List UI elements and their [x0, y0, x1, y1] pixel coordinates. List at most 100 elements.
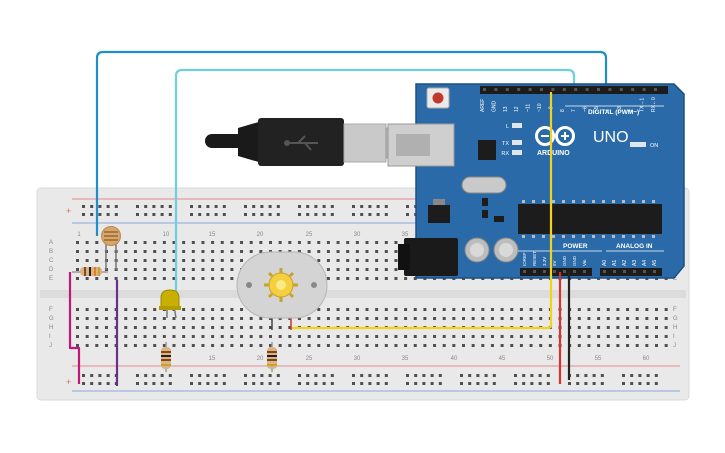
rail-plus-label-bottom: + [66, 377, 71, 387]
svg-text:C: C [49, 258, 54, 264]
digital-pin-label: 4 [605, 109, 611, 112]
analog-header[interactable] [600, 268, 662, 276]
rail-plus-label: + [66, 206, 71, 216]
brand-label: ARDUINO [537, 150, 570, 157]
digital-pin-label: ~3 [617, 106, 623, 112]
svg-text:J: J [673, 343, 676, 349]
analog-pin-label: A1 [612, 260, 618, 266]
analog-pin-label: A3 [632, 260, 638, 266]
svg-text:10: 10 [163, 232, 170, 238]
svg-text:G: G [673, 316, 678, 322]
digital-pin-label: ~6 [583, 106, 589, 112]
reset-button-cap[interactable] [432, 92, 444, 104]
digital-pin-label: 8 [560, 109, 566, 112]
power-pin-label: 5V [552, 260, 557, 266]
row-labels-left: A B C D E F G H I J [49, 240, 54, 349]
svg-text:L: L [506, 124, 509, 130]
svg-text:35: 35 [402, 356, 409, 362]
svg-text:25: 25 [306, 356, 313, 362]
status-leds: L TX RX [501, 123, 522, 157]
svg-text:35: 35 [402, 232, 409, 238]
analog-pin-label: A4 [642, 260, 648, 266]
digital-pin-label: RX←0 [651, 97, 657, 112]
yellow-wire[interactable] [291, 92, 553, 330]
resistor-2[interactable] [161, 342, 171, 372]
svg-text:25: 25 [306, 232, 313, 238]
center-channel [40, 290, 686, 298]
svg-text:E: E [49, 276, 53, 282]
svg-text:H: H [49, 325, 53, 331]
svg-text:40: 40 [451, 356, 458, 362]
svg-text:B: B [49, 249, 53, 255]
svg-text:15: 15 [209, 356, 216, 362]
wires-top[interactable] [95, 50, 608, 298]
power-pin-label: 3.3V [542, 257, 547, 266]
atmega-chip [518, 204, 662, 234]
power-pin-label: RESET [532, 251, 537, 266]
svg-text:G: G [49, 316, 54, 322]
digital-pin-label: 12 [514, 106, 520, 112]
svg-text:20: 20 [257, 232, 264, 238]
model-label: UNO [593, 129, 629, 146]
led[interactable] [159, 289, 181, 319]
usb-chip [478, 140, 496, 160]
svg-text:TX: TX [502, 141, 509, 147]
digital-pin-label: 13 [503, 106, 509, 112]
analog-pin-label: A0 [602, 260, 608, 266]
magenta-wire[interactable] [68, 272, 81, 384]
digital-pin-label: ~5 [594, 106, 600, 112]
dc-motor[interactable] [236, 251, 328, 330]
svg-text:J: J [49, 343, 52, 349]
power-pin-label: Vin [582, 259, 587, 266]
digital-pin-label: AREF [480, 99, 486, 112]
svg-text:D: D [49, 267, 54, 273]
digital-pin-label: GND [491, 101, 497, 113]
svg-text:A: A [49, 240, 53, 246]
power-label: POWER [563, 243, 588, 250]
svg-text:I: I [49, 334, 51, 340]
power-pin-label: IOREF [522, 252, 527, 266]
digital-header[interactable] [480, 86, 668, 94]
digital-pin-label: TX→1 [640, 98, 646, 112]
arduino-logo-icon [535, 126, 575, 146]
resistor-1[interactable] [72, 267, 108, 276]
voltage-regulator [428, 205, 450, 223]
svg-text:15: 15 [209, 232, 216, 238]
svg-text:55: 55 [595, 356, 602, 362]
svg-text:E: E [673, 276, 677, 282]
on-led [630, 142, 646, 147]
analog-pin-label: A5 [652, 260, 658, 266]
digital-pin-label: ~11 [526, 104, 532, 112]
svg-text:60: 60 [643, 356, 650, 362]
power-jack [404, 238, 458, 276]
svg-text:50: 50 [547, 356, 554, 362]
wires-front[interactable] [68, 92, 571, 386]
svg-text:F: F [49, 307, 53, 313]
photoresistor[interactable] [101, 226, 121, 271]
cyan-wire[interactable] [174, 68, 576, 298]
usb-cable-cord [205, 134, 245, 148]
svg-text:1: 1 [77, 232, 81, 238]
svg-text:I: I [673, 334, 675, 340]
analog-label: ANALOG IN [616, 243, 653, 250]
svg-text:F: F [673, 307, 677, 313]
crystal [461, 176, 507, 194]
resistor-3[interactable] [267, 342, 277, 372]
power-pin-label: GND [562, 255, 567, 266]
svg-text:20: 20 [257, 356, 264, 362]
svg-text:45: 45 [499, 356, 506, 362]
digital-pin-label: 7 [571, 109, 577, 112]
digital-pin-label: ~10 [537, 103, 543, 112]
analog-pin-label: A2 [622, 260, 628, 266]
svg-text:RX: RX [501, 151, 509, 157]
svg-text:30: 30 [354, 356, 361, 362]
usb-icon [284, 135, 318, 151]
on-label: ON [650, 143, 658, 149]
blue-wire[interactable] [95, 50, 608, 236]
power-pin-label: GND [572, 255, 577, 266]
digital-pin-label: 2 [628, 109, 634, 112]
svg-text:30: 30 [354, 232, 361, 238]
svg-text:H: H [673, 325, 677, 331]
